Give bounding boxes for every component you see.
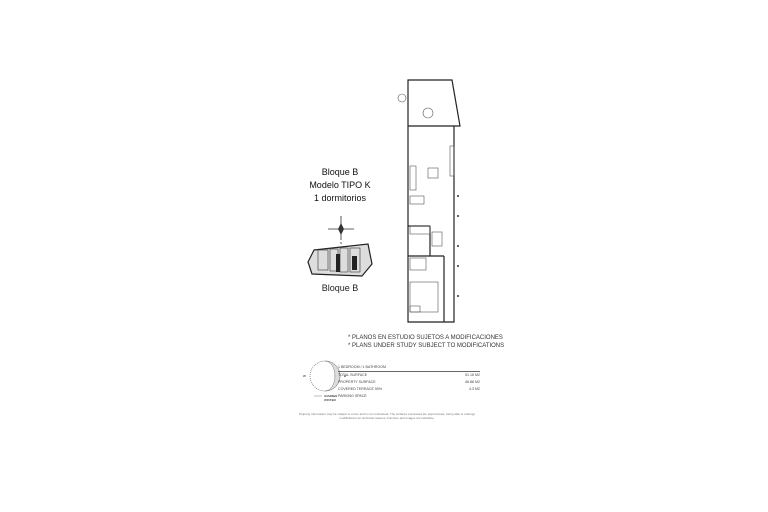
row-label: PARKING SPACE [338,394,367,398]
block-title: Bloque B [321,167,359,177]
legend-winter: WINTER [324,398,337,402]
disclaimer: Property information may be subject to e… [298,412,476,420]
sun-diagram: W E SUMMER WINTER [303,360,346,402]
sun-w: W [303,374,306,378]
surface-heading: 1 BEDROOM / 1 BATHROOM [338,365,387,369]
compass-icon: N S [328,215,354,244]
legend-summer: SUMMER [324,394,338,398]
row-label: PROPERTY SURFACE [338,380,376,384]
key-plan-image [307,243,373,277]
key-plan-label: Bloque B [321,283,359,293]
row-label: COVERED TERRACE 50% [338,387,383,391]
compass-s: S [340,241,342,244]
note-es: * PLANOS EN ESTUDIO SUJETOS A MODIFICACI… [348,335,503,341]
row-value: 51.16 M2 [465,373,480,377]
row-value: 4.3 M2 [469,387,480,391]
notes: * PLANOS EN ESTUDIO SUJETOS A MODIFICACI… [348,334,504,350]
row-value: 46.86 M2 [465,380,480,384]
model-title: Modelo TIPO K [309,180,371,190]
note-en: * PLANS UNDER STUDY SUBJECT TO MODIFICAT… [348,343,505,349]
bedrooms-title: 1 dormitorios [313,193,367,203]
row-label: TOTAL SURFACE [338,373,368,377]
surface-table: 1 BEDROOM / 1 BATHROOM TOTAL SURFACE 51.1… [338,364,480,400]
floor-plan-image [397,79,461,323]
compass-n: N [340,215,342,219]
sun-e: E [344,374,346,378]
